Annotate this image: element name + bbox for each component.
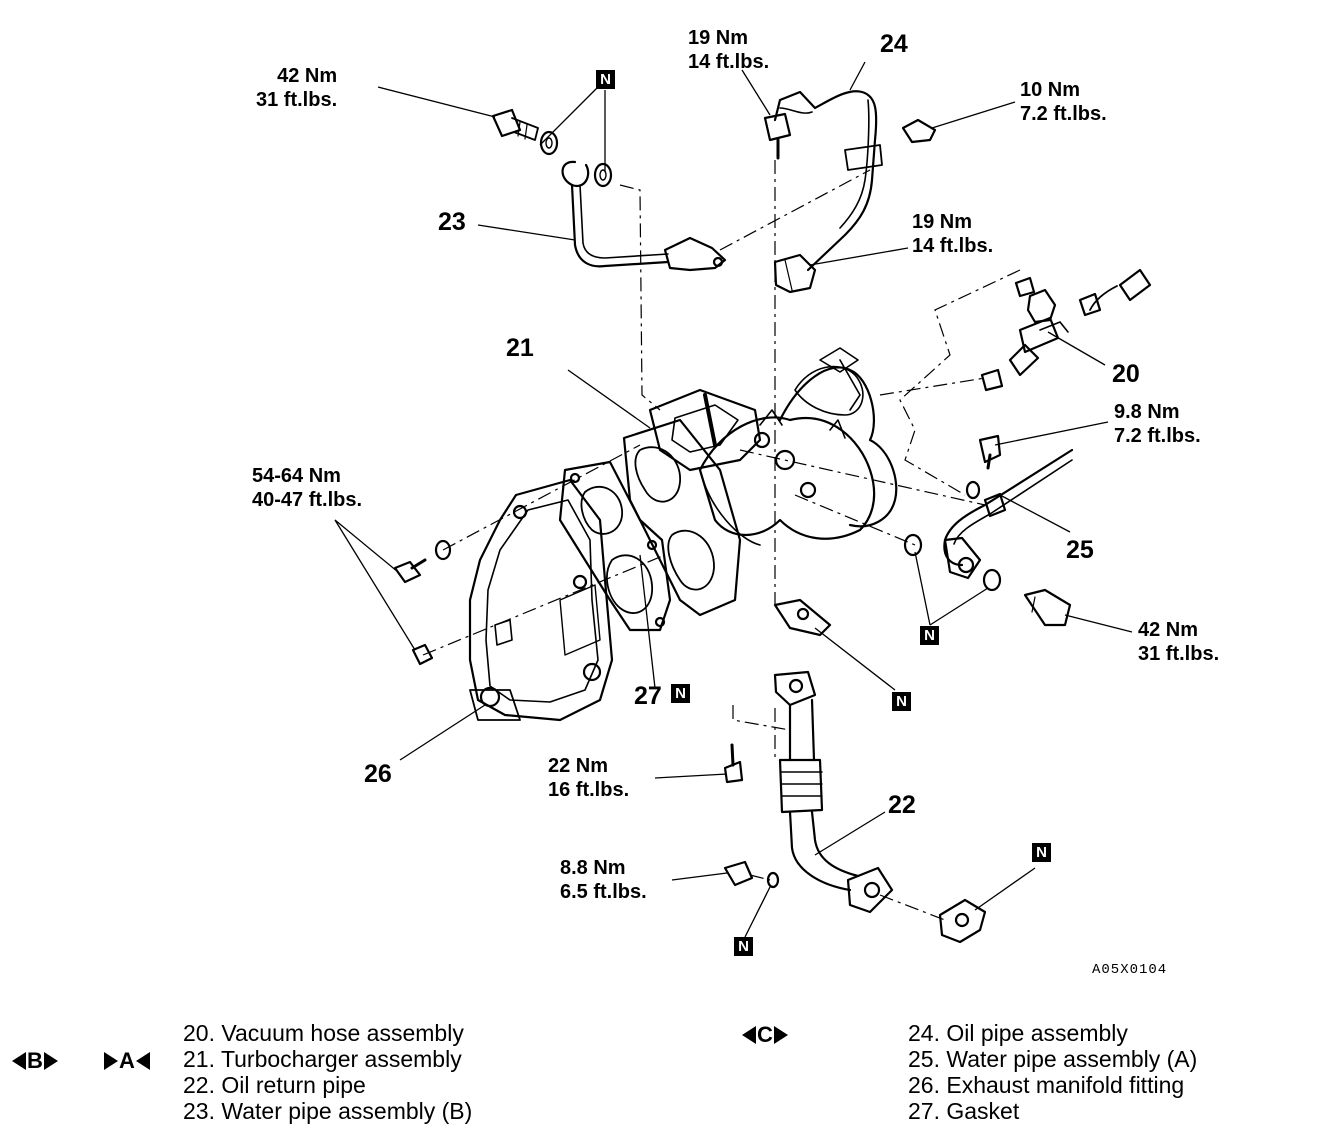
new-part-mark: N [920,626,939,645]
torque-nm: 19 Nm [688,27,749,49]
new-part-mark: N [596,70,615,89]
torque-ftlbs: 40-47 ft.lbs. [252,489,363,511]
triangle-left-icon [135,1052,150,1070]
legend-item: 25. Water pipe assembly (A) [908,1046,1198,1072]
bolt-10nm [901,118,937,144]
new-part-mark: N [892,692,911,711]
callout-20: 20 [1112,360,1140,388]
manifold-washer [434,539,452,561]
torque-10nm: 10 Nm 7.2 ft.lbs. [1020,78,1107,126]
legend-right: 24. Oil pipe assembly 25. Water pipe ass… [908,1020,1197,1124]
torque-nm: 19 Nm [912,211,973,233]
turbocharger-exploded-diagram [334,61,1152,944]
torque-19nm-mid: 19 Nm 14 ft.lbs. [912,210,993,258]
callout-27: 27 [634,682,662,710]
step-tag-label: C [757,1022,773,1047]
torque-8-8nm: 8.8 Nm 6.5 ft.lbs. [560,856,647,904]
step-tag-label: A [119,1048,135,1073]
callout-22: 22 [888,791,916,819]
callout-25: 25 [1066,536,1094,564]
drawing-code: A05X0104 [1092,962,1168,978]
torque-42nm-right: 42 Nm 31 ft.lbs. [1138,618,1219,666]
new-part-mark: N [1032,843,1051,862]
torque-22nm: 22 Nm 16 ft.lbs. [548,754,629,802]
torque-nm: 54-64 Nm [252,465,341,487]
torque-9-8nm: 9.8 Nm 7.2 ft.lbs. [1114,400,1201,448]
torque-nm: 42 Nm [277,65,338,87]
legend-item: 24. Oil pipe assembly [908,1020,1128,1046]
exhaust-manifold-fitting [468,478,614,722]
triangle-right-icon [104,1052,118,1070]
torque-54-64nm: 54-64 Nm 40-47 ft.lbs. [252,464,362,512]
torque-ftlbs: 31 ft.lbs. [256,89,338,111]
legend-item: 22. Oil return pipe [183,1072,366,1098]
torque-ftlbs: 16 ft.lbs. [548,779,630,801]
torque-ftlbs: 14 ft.lbs. [912,235,994,257]
torque-ftlbs: 7.2 ft.lbs. [1020,103,1107,125]
new-part-mark: N [734,937,753,956]
water-pipe-b [491,108,727,272]
triangle-right-icon [43,1052,58,1070]
triangle-left-icon [742,1026,756,1044]
torque-nm: 22 Nm [548,755,609,777]
callout-23: 23 [438,208,466,236]
triangle-left-icon [12,1052,26,1070]
legend-left: 20. Vacuum hose assembly 21. Turbocharge… [183,1020,472,1124]
torque-nm: 42 Nm [1138,619,1199,641]
oil-return-pipe [723,598,987,944]
manifold-bolt-upper [393,560,422,584]
torque-42nm-top: 42 Nm 31 ft.lbs. [256,64,337,112]
vacuum-hose-assembly [980,268,1152,392]
oil-pipe-assembly [763,90,883,294]
step-tag-a: A [104,1048,150,1074]
torque-ftlbs: 14 ft.lbs. [688,51,770,73]
callout-21: 21 [506,334,534,362]
torque-ftlbs: 7.2 ft.lbs. [1114,425,1201,447]
manifold-nut-lower [411,643,434,666]
torque-nm: 9.8 Nm [1114,401,1180,423]
legend-item: 26. Exhaust manifold fitting [908,1072,1185,1098]
step-tag-label: B [27,1048,43,1073]
step-tag-c: C [742,1022,788,1048]
water-pipe-a [903,434,1074,627]
torque-19nm-top: 19 Nm 14 ft.lbs. [688,26,769,74]
callout-26: 26 [364,760,392,788]
triangle-right-icon [773,1026,788,1044]
new-part-mark: N [671,684,690,703]
callout-24: 24 [880,30,908,58]
step-tag-b: B [12,1048,58,1074]
legend-item: 21. Turbocharger assembly [183,1046,462,1072]
turbocharger-body [622,347,898,617]
torque-nm: 10 Nm [1020,79,1081,101]
legend-item: 20. Vacuum hose assembly [183,1020,464,1046]
legend-item: 23. Water pipe assembly (B) [183,1098,473,1124]
torque-nm: 8.8 Nm [560,857,626,879]
torque-ftlbs: 6.5 ft.lbs. [560,881,647,903]
torque-ftlbs: 31 ft.lbs. [1138,643,1220,665]
legend-item: 27. Gasket [908,1098,1020,1124]
